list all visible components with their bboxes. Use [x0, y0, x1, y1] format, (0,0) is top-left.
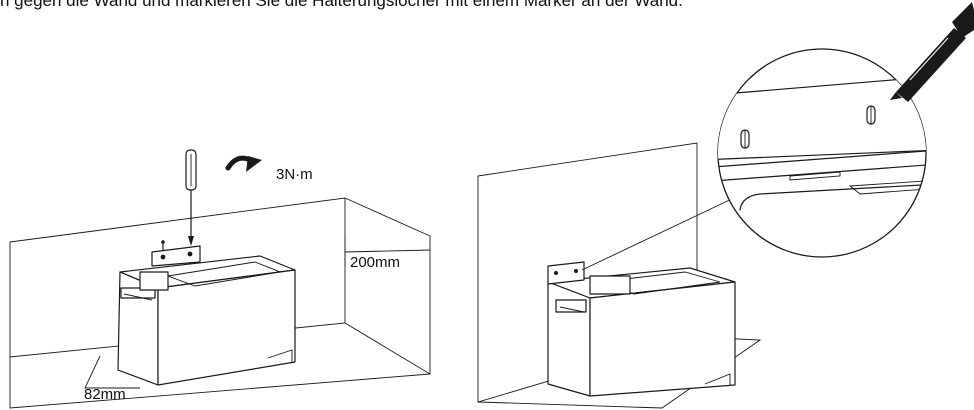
right-wall-bracket: [547, 261, 585, 285]
left-side-wall: [344, 197, 431, 375]
height-label: 200mm: [350, 254, 401, 271]
left-wall-bracket: [151, 245, 201, 267]
zoom-leader-line: [581, 195, 739, 271]
right-device-side: [589, 281, 736, 397]
left-device-side: [157, 269, 296, 386]
right-device-connector: [589, 275, 631, 295]
left-floor: [9, 357, 431, 409]
depth-dimension-line: [84, 355, 140, 389]
zoom-detail-circle: [717, 48, 927, 258]
depth-label: 82mm: [84, 386, 126, 403]
screwdriver-icon: [185, 149, 197, 246]
left-device-connector: [139, 271, 169, 291]
height-dimension-line: [344, 249, 431, 253]
right-device: [547, 261, 736, 397]
left-device: [117, 240, 296, 386]
rotation-arrow-icon: [225, 155, 262, 172]
right-device-slot: [555, 299, 587, 313]
right-device-front: [547, 281, 591, 397]
left-device-top-panel: [166, 261, 282, 287]
instruction-caption: n gegen die Wand und markieren Sie die H…: [0, 0, 683, 10]
torque-label: 3N·m: [276, 166, 313, 183]
marker-pen-icon: [890, 2, 974, 102]
left-device-slot: [120, 287, 156, 299]
